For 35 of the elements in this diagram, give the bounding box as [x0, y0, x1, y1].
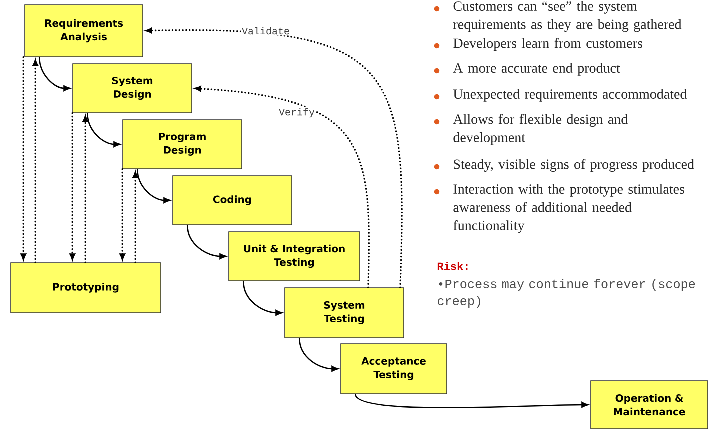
arrow	[70, 112, 76, 260]
process-box: System Design	[72, 64, 192, 114]
process-box: System Testing	[284, 288, 404, 338]
arrow	[38, 57, 71, 92]
process-box: Coding	[172, 176, 292, 226]
note-text: Developers learn from customers	[454, 38, 642, 52]
arrow	[242, 281, 283, 316]
edge-label: Verify	[278, 107, 316, 119]
process-box: Prototyping	[10, 262, 162, 314]
note-text: Steady, visible signs of progress produced	[454, 159, 694, 172]
note-text: Interaction with the prototype stimulates awareness of additional needed functionality	[454, 184, 684, 234]
arrow	[298, 338, 339, 372]
note-text: Risk:	[438, 262, 468, 270]
note-text: •Process may continue forever (scope creep)	[438, 279, 696, 308]
arrow	[32, 60, 38, 264]
arrow	[355, 394, 589, 409]
arrow	[136, 169, 171, 204]
note-text: Unexpected requirements accommodated	[454, 89, 688, 102]
note-text: Customers can “see” the system requirements as they are being gathered	[454, 1, 682, 32]
arrow	[120, 168, 126, 260]
process-box: Acceptance Testing	[340, 344, 448, 394]
arrow	[195, 86, 370, 288]
arrow	[82, 116, 88, 264]
arrow	[86, 113, 121, 148]
process-box: Operation & Maintenance	[590, 380, 708, 430]
edge-label: Validate	[241, 26, 292, 36]
arrow	[20, 56, 26, 260]
process-box: Program Design	[122, 120, 242, 170]
process-box: Unit & Integration Testing	[228, 232, 360, 282]
process-box: Requirements Analysis	[24, 4, 144, 58]
arrow	[186, 225, 227, 260]
arrow	[146, 28, 403, 288]
note-text: A more accurate end product	[453, 63, 620, 76]
note-text: Allows for flexible design and development	[453, 114, 628, 146]
arrow	[132, 172, 138, 264]
